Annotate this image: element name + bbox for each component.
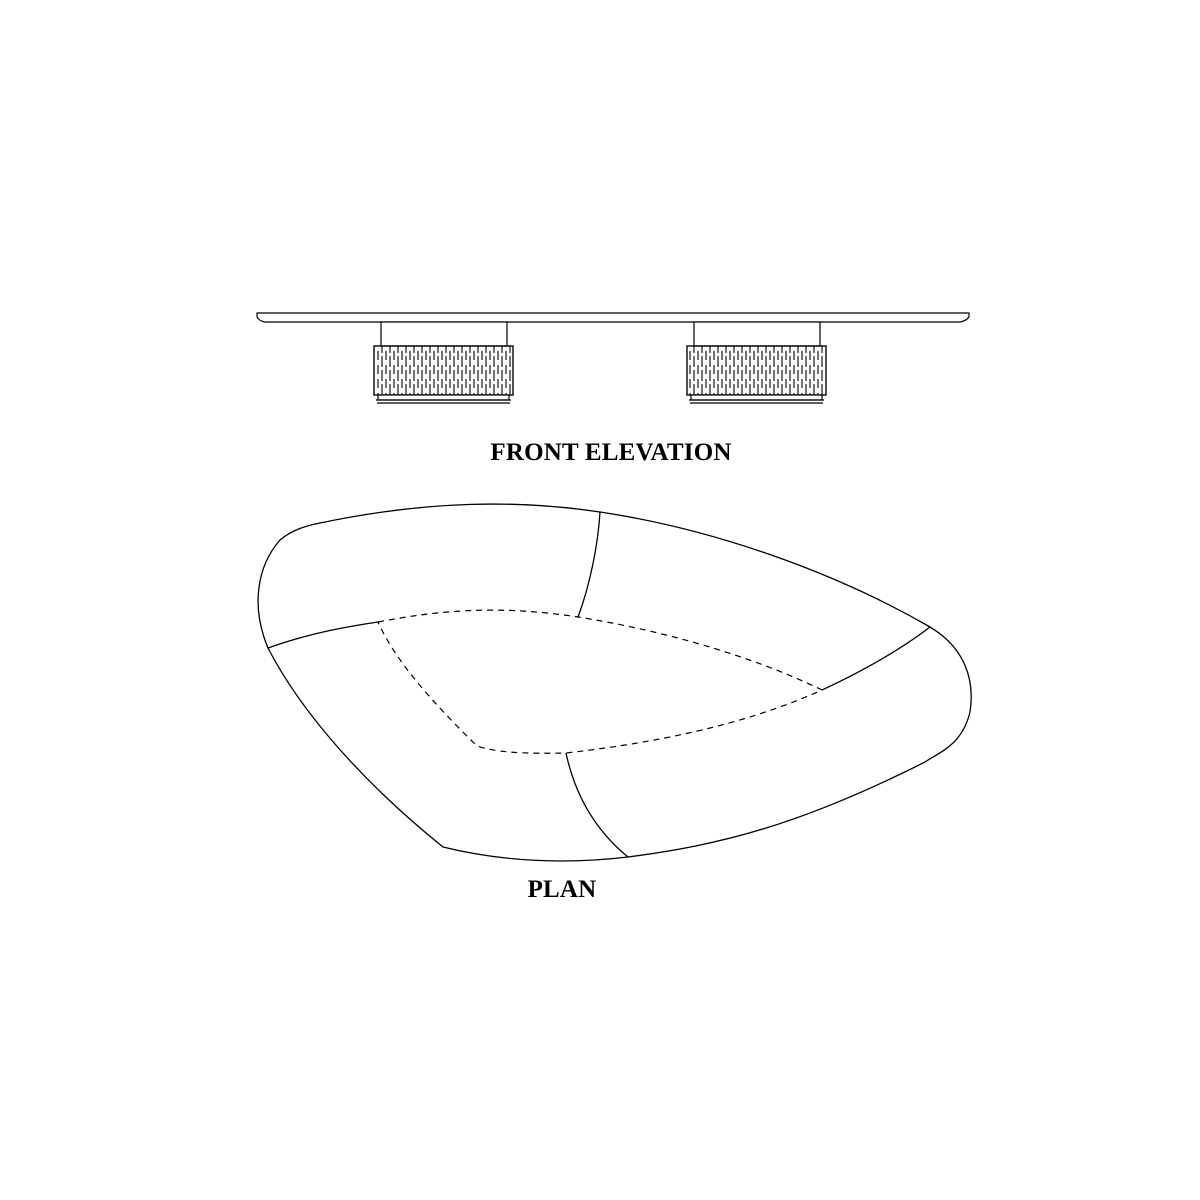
plan-outer-outline bbox=[257, 503, 972, 862]
plan-seam-right bbox=[821, 626, 931, 691]
front-elevation-label: FRONT ELEVATION bbox=[490, 439, 732, 466]
table-top bbox=[256, 312, 970, 323]
right-base-texture bbox=[686, 345, 827, 396]
left-base bbox=[373, 321, 514, 404]
front-elevation-view bbox=[256, 312, 970, 404]
plan-base-outline-dashed bbox=[377, 609, 824, 754]
right-base bbox=[686, 321, 827, 404]
left-base-texture bbox=[373, 345, 514, 396]
plan-seam-left bbox=[267, 621, 379, 649]
plan-label: PLAN bbox=[527, 876, 597, 903]
plan-view bbox=[257, 503, 972, 862]
plan-seam-top bbox=[577, 511, 601, 618]
plan-seam-bottom bbox=[565, 752, 629, 858]
